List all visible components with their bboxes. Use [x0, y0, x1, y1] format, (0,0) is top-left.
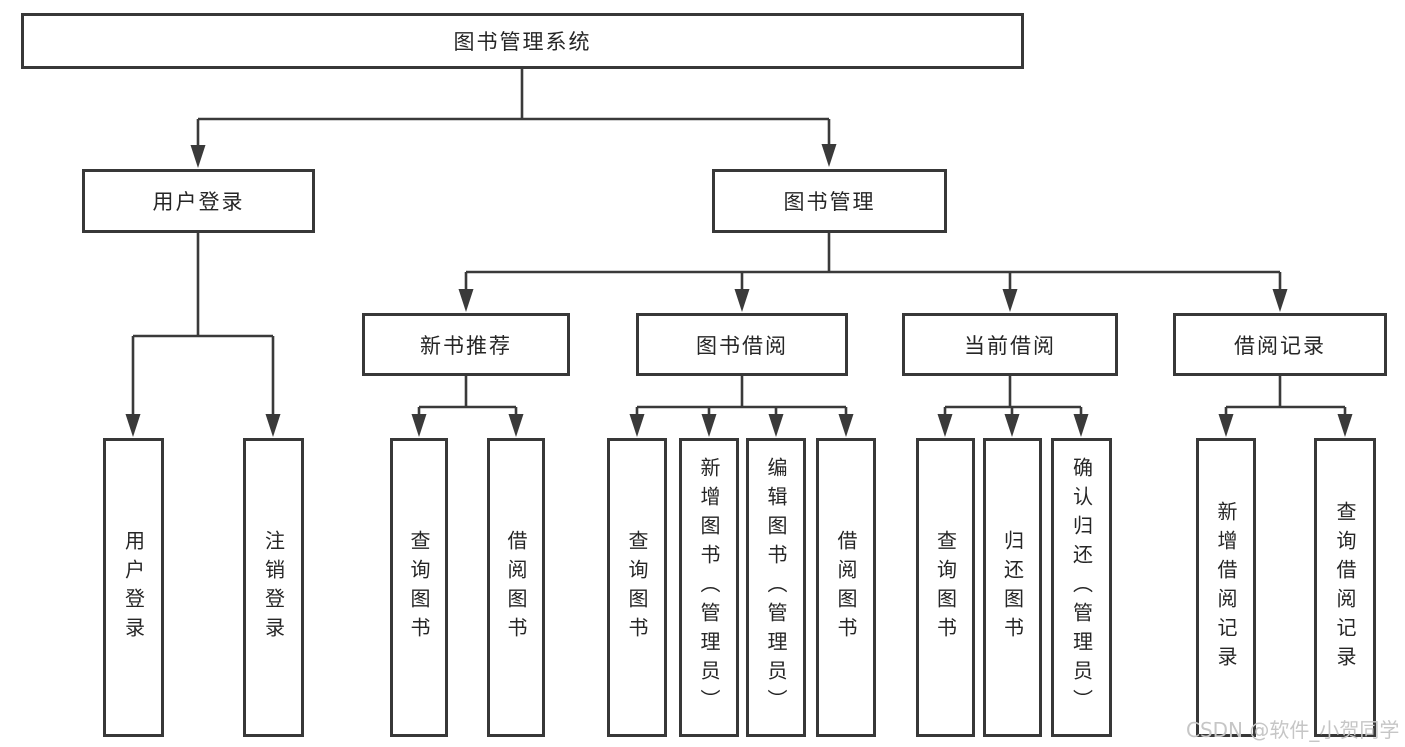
leaf-confirm-return-admin: 确认归还（管理员）: [1051, 438, 1112, 737]
node-root-system: 图书管理系统: [21, 13, 1024, 69]
leaf-query-books-recommend: 查询图书: [390, 438, 448, 737]
csdn-watermark: CSDN @软件_小贺同学: [1186, 718, 1400, 742]
node-user-login: 用户登录: [82, 169, 315, 233]
leaf-user-login: 用户登录: [103, 438, 164, 737]
node-new-book-recommend: 新书推荐: [362, 313, 570, 376]
leaf-logout: 注销登录: [243, 438, 304, 737]
node-current-borrow: 当前借阅: [902, 313, 1118, 376]
node-book-borrow: 图书借阅: [636, 313, 848, 376]
leaf-edit-book-admin: 编辑图书（管理员）: [746, 438, 806, 737]
leaf-query-books-current: 查询图书: [916, 438, 975, 737]
leaf-query-books-borrow: 查询图书: [607, 438, 667, 737]
leaf-borrow-books-recommend: 借阅图书: [487, 438, 545, 737]
leaf-return-book: 归还图书: [983, 438, 1042, 737]
leaf-add-borrow-record: 新增借阅记录: [1196, 438, 1256, 737]
node-borrow-records: 借阅记录: [1173, 313, 1387, 376]
leaf-query-borrow-record: 查询借阅记录: [1314, 438, 1376, 737]
node-book-management: 图书管理: [712, 169, 947, 233]
leaf-add-book-admin: 新增图书（管理员）: [679, 438, 739, 737]
leaf-borrow-books: 借阅图书: [816, 438, 876, 737]
